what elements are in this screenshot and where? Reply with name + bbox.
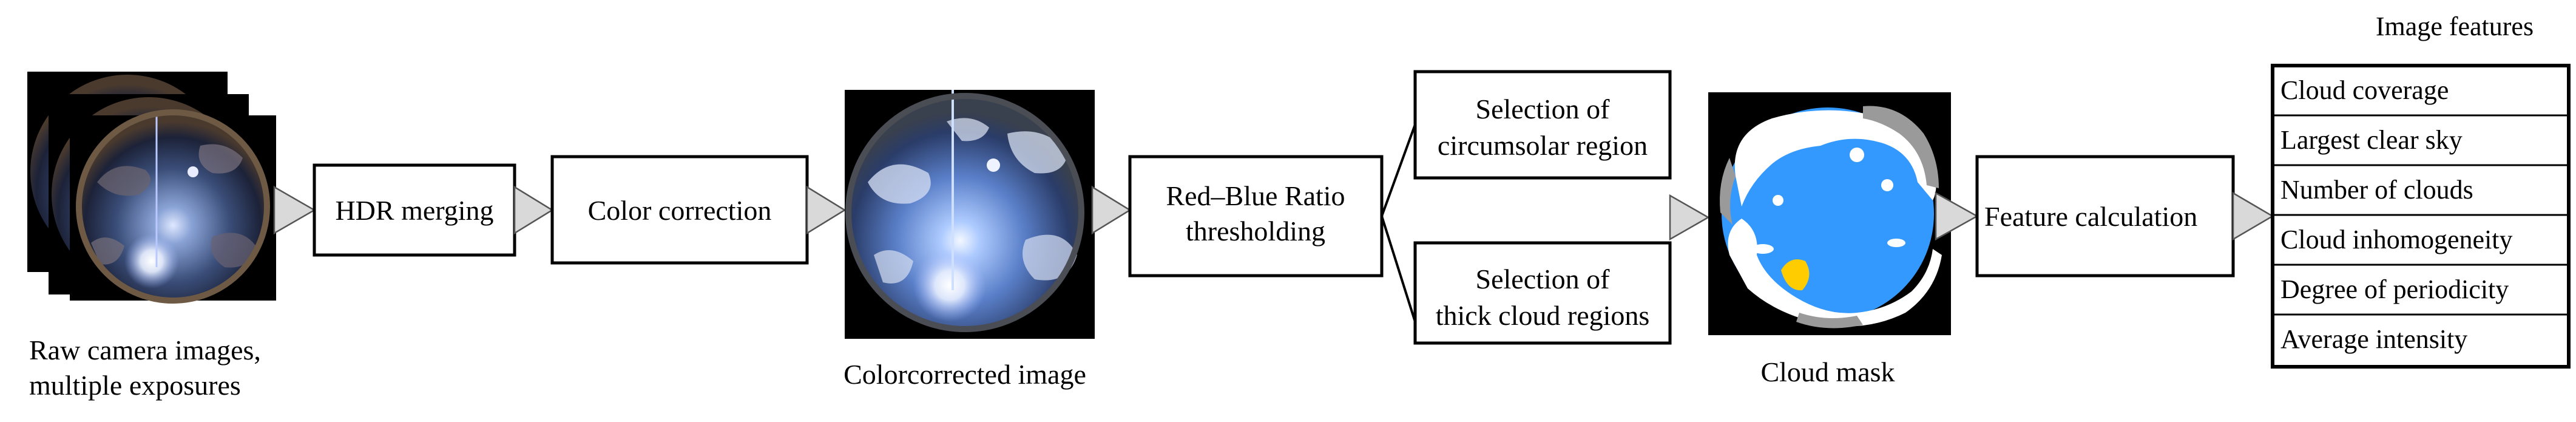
arrow-to-cloud-mask (1669, 194, 1710, 241)
colorcorrected-image (845, 90, 1095, 339)
thick-cloud-selection-box (1413, 241, 1672, 345)
circumsolar-label-line1: Selection of (1476, 94, 1611, 124)
color-correction-box (550, 155, 809, 265)
hdr-merging-label: HDR merging (335, 195, 493, 226)
feature-item: Number of clouds (2280, 175, 2473, 205)
feature-item: Cloud coverage (2280, 75, 2449, 105)
rbr-label-line2: thresholding (1186, 216, 1325, 247)
feature-item: Largest clear sky (2280, 125, 2463, 155)
circumsolar-label-line2: circumsolar region (1438, 130, 1648, 161)
arrow-to-feature-calculation (1935, 191, 1979, 241)
raw-image-front (70, 109, 276, 304)
cloud-mask-image (1708, 92, 1951, 335)
color-correction-label: Color correction (588, 195, 772, 226)
rbr-thresholding-box (1128, 155, 1384, 277)
branch-line-lower (1381, 216, 1416, 322)
arrow-to-rbr (1091, 185, 1132, 235)
arrow-to-colorcorrected-image (806, 185, 847, 235)
thick-cloud-label-line2: thick cloud regions (1436, 300, 1650, 331)
feature-item: Cloud inhomogeneity (2280, 225, 2513, 254)
raw-camera-images (27, 72, 276, 304)
raw-caption-line1: Raw camera images, (29, 335, 261, 366)
features-title: Image features (2376, 12, 2534, 41)
branch-line-upper (1381, 124, 1416, 217)
thick-cloud-label-line1: Selection of (1476, 264, 1611, 294)
features-list-frame (2271, 64, 2571, 369)
rbr-label-line1: Red–Blue Ratio (1166, 180, 1345, 211)
features-list: Cloud coverage Largest clear sky Number … (2271, 64, 2571, 369)
circumsolar-selection-box (1413, 70, 1672, 180)
cloud-mask-caption: Cloud mask (1760, 356, 1895, 387)
raw-caption-line2: multiple exposures (29, 370, 241, 401)
feature-item: Degree of periodicity (2280, 274, 2509, 304)
feature-calculation-label: Feature calculation (1984, 201, 2197, 232)
arrow-to-hdr (273, 185, 316, 235)
feature-item: Average intensity (2280, 324, 2467, 354)
arrow-to-features (2232, 191, 2274, 241)
colorcorrected-caption: Colorcorrected image (843, 359, 1086, 390)
arrow-to-color-correction (513, 185, 554, 235)
